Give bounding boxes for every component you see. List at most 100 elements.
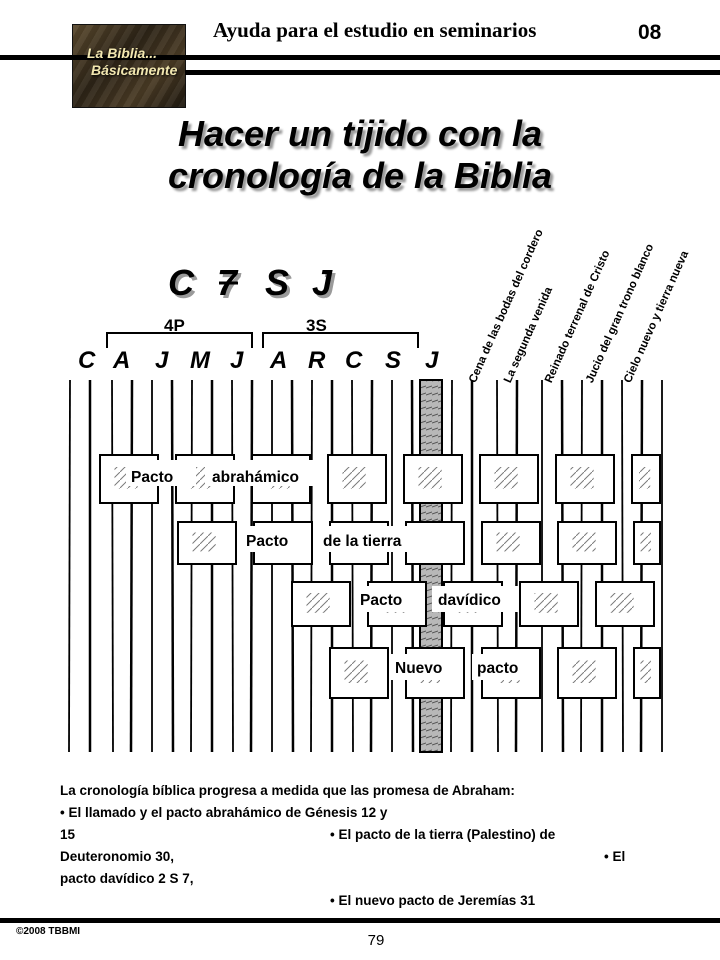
weave-hatch: [572, 532, 596, 552]
pact-tierra-word1: Pacto: [246, 533, 289, 550]
weave-hatch: [610, 593, 634, 613]
strand-line: [190, 379, 193, 753]
page-title: Hacer un tijido con la cronología de la …: [0, 113, 720, 197]
body-line2-left: 15: [60, 827, 76, 842]
big-letter-c-front: C: [168, 262, 195, 303]
body-line2: 15 • El pacto de la tierra (Palestino) d…: [60, 824, 660, 846]
bracket-3s: [262, 332, 419, 348]
pact-label-backdrop: [126, 460, 196, 486]
strand-line: [111, 379, 114, 753]
small-letter: J: [230, 347, 244, 374]
weave-hatch: [418, 467, 442, 489]
weave-hatch: [640, 660, 651, 683]
pact-davidico-word1: Pacto: [360, 592, 403, 609]
weave-hatch: [494, 467, 518, 489]
weave-hatch: [534, 593, 558, 613]
pact-tierra-word2: de la tierra: [323, 533, 402, 550]
strand-line: [231, 379, 234, 753]
bullet: •: [604, 849, 609, 864]
bullet: •: [330, 893, 335, 908]
page-title-line2: cronología de la Biblia: [167, 155, 553, 196]
weave-hatch: [640, 532, 651, 552]
strand-line: [249, 379, 254, 753]
strand-line: [129, 379, 134, 753]
small-letter: M: [190, 347, 211, 374]
weave-band-block: [633, 521, 661, 565]
big-letter-j: J: [315, 265, 336, 306]
small-letter: J: [155, 347, 169, 374]
body-line5: • El nuevo pacto de Jeremías 31: [60, 890, 660, 912]
weave-hatch: [306, 593, 330, 613]
weave-hatch: [342, 467, 366, 489]
weave-hatch: [344, 660, 368, 683]
strand-line: [68, 379, 71, 753]
pact-label-backdrop: [242, 526, 302, 552]
pact-label-backdrop: [356, 586, 418, 612]
strand-line: [310, 379, 313, 753]
group-label-3s: 3S: [306, 316, 327, 335]
small-letter: C: [345, 347, 363, 374]
bullet-text-2: El pacto de la tierra (Palestino) de: [338, 827, 556, 842]
small-letter: A: [269, 347, 287, 374]
bullet: •: [330, 827, 335, 842]
weave-band-block: [291, 581, 351, 627]
weave-hatch: [572, 660, 596, 683]
header-number: 08: [638, 21, 662, 44]
group-label-4p: 4P: [164, 316, 185, 335]
logo-text: La Biblia... Básicamente: [87, 45, 177, 79]
small-letter: J: [425, 347, 439, 374]
pact-label-backdrop: [390, 654, 456, 680]
bullet-text-3: El: [612, 849, 626, 864]
pact-davidico-word2: davídico: [438, 592, 501, 609]
strand-line: [621, 379, 624, 753]
body-intro: La cronología bíblica progresa a medida …: [60, 783, 515, 798]
pact-nuevo-word1: Nuevo: [395, 660, 443, 677]
big-letter-s: S: [268, 265, 292, 306]
body-line2-right: • El pacto de la tierra (Palestino) de: [330, 824, 555, 846]
header-rule-bottom: [185, 70, 720, 75]
bullet-text-1: El llamado y el pacto abrahámico de Géne…: [68, 805, 388, 820]
weave-hatch: [192, 532, 216, 552]
big-letter-7: 7: [220, 265, 242, 306]
strand-line: [170, 379, 175, 753]
weave-hatch: [639, 467, 651, 489]
logo-line1: La Biblia...: [87, 45, 158, 61]
weave-band-block: [481, 521, 541, 565]
footer-rule: [0, 918, 720, 923]
logo-line2: Básicamente: [91, 62, 178, 78]
pact-label-backdrop: [318, 526, 450, 552]
body-line3: Deuteronomio 30, • El: [60, 846, 660, 868]
body-text: La cronología bíblica progresa a medida …: [60, 780, 660, 912]
pact-label-backdrop: [432, 586, 518, 612]
body-line3-right: • El: [604, 846, 625, 868]
big-letter-j-front: J: [312, 262, 333, 303]
big-letter-s-front: S: [265, 262, 289, 303]
weave-band-block: [479, 454, 539, 504]
pact-label-backdrop: [205, 460, 325, 486]
strand-line: [290, 379, 295, 753]
weave-hatch: [570, 467, 594, 489]
small-letter: R: [308, 347, 326, 374]
pact-abrahamico-word1: Pacto: [131, 469, 174, 486]
logo: La Biblia... Básicamente: [72, 24, 186, 108]
bullet-text-4: El nuevo pacto de Jeremías 31: [338, 893, 536, 908]
bullet: •: [60, 805, 65, 820]
small-letter: A: [112, 347, 130, 374]
body-line1: • El llamado y el pacto abrahámico de Gé…: [60, 802, 660, 824]
big-letter-c: C: [171, 265, 198, 306]
header-title: Ayuda para el estudio en seminarios: [213, 18, 537, 42]
small-letter: S: [385, 347, 401, 374]
weave-hatch: [496, 532, 520, 552]
pact-label-backdrop: [472, 654, 532, 680]
page-title-line1: Hacer un tijido con la: [177, 113, 543, 154]
page-number: 79: [367, 932, 385, 949]
body-line4: pacto davídico 2 S 7,: [60, 871, 194, 886]
pact-abrahamico-word2: abrahámico: [212, 469, 300, 486]
horizontal-bands: [99, 454, 661, 699]
small-letter: C: [78, 347, 96, 374]
bracket-4p: [106, 332, 253, 348]
copyright: ©2008 TBBMI: [16, 926, 81, 937]
body-line3-left: Deuteronomio 30,: [60, 849, 175, 864]
pact-nuevo-word2: pacto: [477, 660, 519, 677]
